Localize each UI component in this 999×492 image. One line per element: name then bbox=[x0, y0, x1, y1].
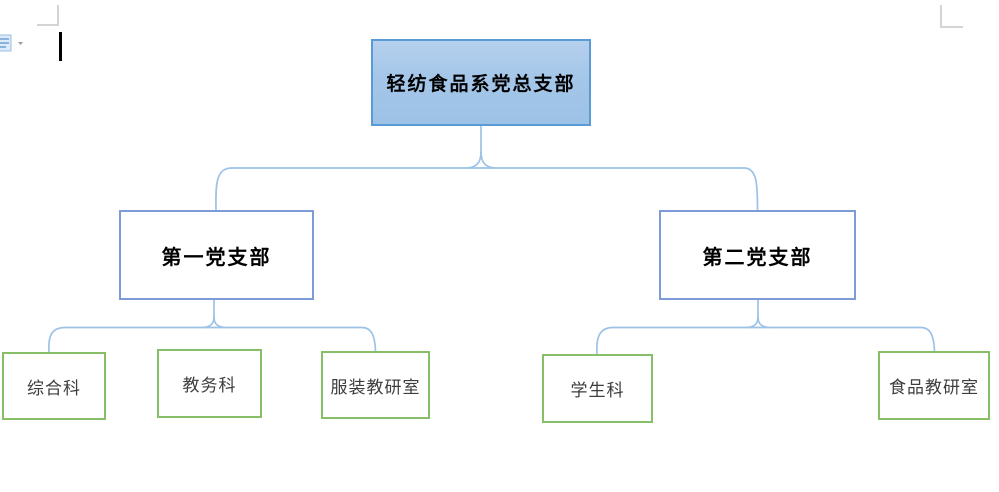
paste-options-icon bbox=[0, 34, 12, 52]
paste-options-button[interactable] bbox=[0, 34, 25, 52]
org-node-leaf-zonghe[interactable]: 综合科 bbox=[2, 352, 106, 420]
crop-mark-top-left bbox=[37, 5, 59, 26]
org-node-branch-2-label: 第二党支部 bbox=[702, 246, 813, 269]
org-node-root[interactable]: 轻纺食品系党总支部 bbox=[371, 39, 591, 126]
connector-root-to-branches bbox=[215, 125, 759, 211]
text-cursor bbox=[59, 32, 62, 61]
org-node-leaf-label: 食品教研室 bbox=[889, 378, 979, 397]
org-node-leaf-xuesheng[interactable]: 学生科 bbox=[542, 354, 653, 423]
org-node-leaf-shipin[interactable]: 食品教研室 bbox=[878, 351, 990, 420]
org-node-leaf-jiaowu[interactable]: 教务科 bbox=[157, 349, 262, 418]
org-node-leaf-label: 教务科 bbox=[182, 376, 237, 395]
org-node-leaf-label: 综合科 bbox=[27, 378, 81, 398]
crop-mark-top-right bbox=[940, 5, 963, 28]
org-node-branch-1-label: 第一党支部 bbox=[161, 246, 272, 269]
connector-branch1-to-leaves bbox=[47, 299, 377, 353]
chevron-down-icon bbox=[18, 42, 23, 45]
org-node-root-label: 轻纺食品系党总支部 bbox=[386, 74, 576, 95]
org-node-leaf-fuzhuang[interactable]: 服装教研室 bbox=[321, 351, 430, 419]
org-node-branch-2[interactable]: 第二党支部 bbox=[659, 210, 856, 300]
org-node-branch-1[interactable]: 第一党支部 bbox=[119, 210, 314, 300]
org-node-leaf-label: 学生科 bbox=[570, 381, 625, 400]
org-node-leaf-label: 服装教研室 bbox=[330, 377, 421, 397]
connector-branch2-to-leaves bbox=[595, 299, 936, 355]
